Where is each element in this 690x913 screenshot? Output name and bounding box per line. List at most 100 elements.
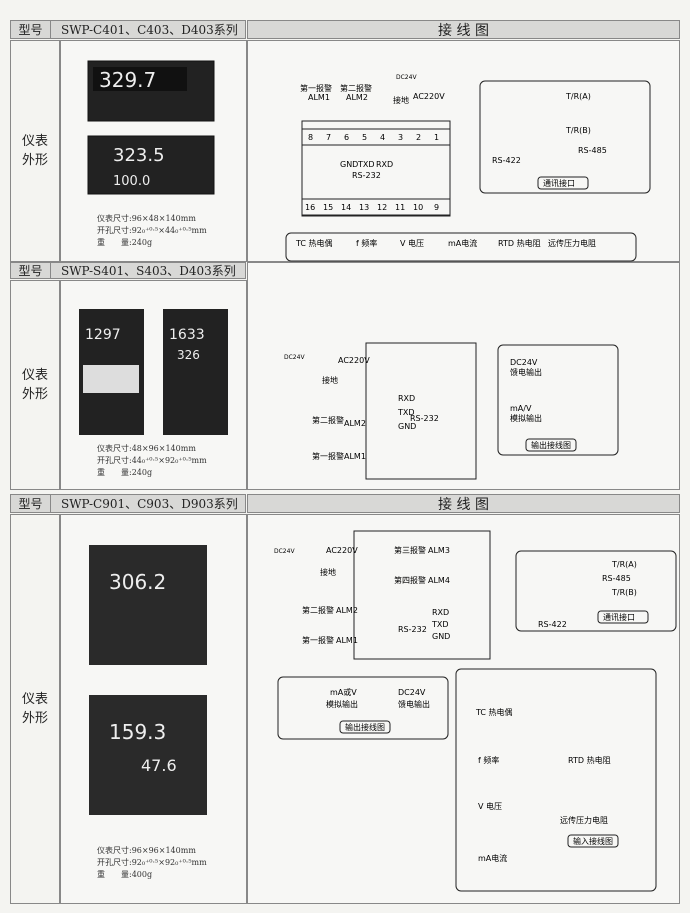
svg-text:RS-422: RS-422 — [492, 156, 521, 165]
svg-text:RTD 热电阻: RTD 热电阻 — [498, 238, 541, 248]
svg-text:RS-232: RS-232 — [398, 625, 427, 634]
svg-text:mA电流: mA电流 — [448, 238, 477, 248]
section2-photo-cell: 1297 1633 326 仪表尺寸:48×96×140mm 开孔尺寸:44₀⁺… — [60, 280, 247, 490]
svg-text:ALM1: ALM1 — [344, 452, 366, 461]
svg-text:15: 15 — [323, 203, 333, 212]
svg-text:DC24V: DC24V — [510, 358, 538, 367]
svg-text:13: 13 — [359, 203, 369, 212]
svg-text:接地: 接地 — [322, 375, 338, 385]
svg-text:7: 7 — [326, 133, 331, 142]
svg-text:47.6: 47.6 — [141, 756, 177, 775]
svg-text:RS-422: RS-422 — [538, 620, 567, 629]
svg-text:5: 5 — [362, 133, 367, 142]
display-sv: 100.0 — [113, 174, 150, 189]
svg-text:馈电输出: 馈电输出 — [398, 699, 430, 709]
output-wiring-box — [497, 344, 619, 456]
svg-text:第二报警: 第二报警 — [312, 415, 344, 425]
svg-text:接地: 接地 — [320, 567, 336, 577]
svg-text:RS-485: RS-485 — [602, 574, 631, 583]
model-title: SWP-C401、C403、D403系列 — [61, 23, 238, 37]
svg-text:RS-232: RS-232 — [352, 171, 381, 180]
svg-text:ALM4: ALM4 — [428, 576, 450, 585]
svg-text:mA或V: mA或V — [330, 687, 357, 697]
svg-text:RXD: RXD — [432, 608, 449, 617]
svg-text:远传压力电阻: 远传压力电阻 — [548, 238, 596, 248]
diagram-title: 接 线 图 — [438, 22, 489, 39]
svg-text:2: 2 — [416, 133, 421, 142]
svg-text:AC220V: AC220V — [326, 546, 358, 555]
svg-text:输入接线图: 输入接线图 — [573, 836, 613, 846]
svg-text:GND: GND — [398, 422, 416, 431]
model-title: SWP-C901、C903、D903系列 — [61, 497, 238, 511]
svg-text:RS-485: RS-485 — [578, 146, 607, 155]
svg-text:AC220V: AC220V — [413, 92, 445, 101]
svg-text:远传压力电阻: 远传压力电阻 — [560, 815, 608, 825]
svg-text:接地: 接地 — [393, 95, 409, 105]
svg-text:第四报警: 第四报警 — [394, 575, 426, 585]
svg-text:T/R(A): T/R(A) — [565, 92, 591, 101]
svg-text:模拟输出: 模拟输出 — [510, 413, 542, 423]
svg-text:6: 6 — [344, 133, 349, 142]
svg-text:馈电输出: 馈电输出 — [510, 367, 542, 377]
section3-side-label: 仪表 外形 — [10, 514, 60, 904]
svg-text:ALM3: ALM3 — [428, 546, 450, 555]
svg-text:RXD: RXD — [398, 394, 415, 403]
section3-header: 型号 SWP-C901、C903、D903系列 — [10, 494, 246, 513]
svg-text:1297: 1297 — [85, 327, 121, 343]
section2-header: 型号 SWP-S401、S403、D403系列 — [10, 262, 246, 279]
type-label: 型号 — [11, 21, 51, 38]
terminal-row-top: 8 7 6 5 4 3 2 1 — [301, 128, 451, 146]
svg-text:第一报警: 第一报警 — [312, 451, 344, 461]
svg-text:DC24V: DC24V — [398, 688, 426, 697]
svg-text:V 电压: V 电压 — [478, 801, 502, 811]
svg-text:f 频率: f 频率 — [356, 238, 377, 248]
svg-text:输出接线图: 输出接线图 — [531, 440, 571, 450]
spec-text: 仪表尺寸:96×48×140mm 开孔尺寸:92₀⁺⁰·⁵×44₀⁺⁰·⁵mm … — [97, 214, 207, 247]
display-pv2: 323.5 — [113, 145, 165, 166]
svg-text:输出接线图: 输出接线图 — [345, 722, 385, 732]
svg-text:4: 4 — [380, 133, 385, 142]
svg-text:ALM1: ALM1 — [336, 636, 358, 645]
svg-text:TC 热电偶: TC 热电偶 — [295, 238, 333, 248]
svg-text:10: 10 — [413, 203, 423, 212]
svg-text:11: 11 — [395, 203, 405, 212]
svg-text:12: 12 — [377, 203, 387, 212]
svg-text:GND: GND — [432, 632, 450, 641]
svg-text:3: 3 — [398, 133, 403, 142]
svg-text:T/R(B): T/R(B) — [565, 126, 591, 135]
svg-text:306.2: 306.2 — [109, 570, 166, 594]
svg-text:T/R(A): T/R(A) — [611, 560, 637, 569]
svg-text:DC24V: DC24V — [284, 354, 305, 361]
svg-text:14: 14 — [341, 203, 351, 212]
alm1-label: 第一报警 — [300, 83, 332, 93]
wiring-diagram-s401: DC24V AC220V 接地 第二报警 ALM2 第一报警 ALM1 RXD … — [284, 342, 619, 480]
svg-text:f 频率: f 频率 — [478, 755, 499, 765]
svg-text:159.3: 159.3 — [109, 720, 166, 744]
svg-text:T/R(B): T/R(B) — [611, 588, 637, 597]
svg-text:mA电流: mA电流 — [478, 853, 507, 863]
svg-text:第三报警: 第三报警 — [394, 545, 426, 555]
input-wiring-box — [285, 232, 637, 262]
svg-text:1: 1 — [434, 133, 439, 142]
section1-side-label: 仪表 外形 — [10, 40, 60, 262]
svg-text:RTD 热电阻: RTD 热电阻 — [568, 755, 611, 765]
svg-text:mA/V: mA/V — [510, 404, 532, 413]
svg-text:V 电压: V 电压 — [400, 238, 424, 248]
svg-text:326: 326 — [177, 348, 200, 362]
svg-text:RS-232: RS-232 — [410, 414, 439, 423]
svg-text:GND: GND — [340, 160, 358, 169]
svg-text:ALM2: ALM2 — [344, 419, 366, 428]
section2-diagram-cell: DC24V AC220V 接地 第二报警 ALM2 第一报警 ALM1 RXD … — [247, 262, 680, 490]
section2-side-label: 仪表 外形 — [10, 280, 60, 490]
display-pv: 329.7 — [99, 68, 156, 92]
svg-text:9: 9 — [434, 203, 439, 212]
svg-text:第二报警: 第二报警 — [302, 605, 334, 615]
section1-photo-cell: 329.7 323.5 100.0 仪表尺寸:96×48×140mm 开孔尺寸:… — [60, 40, 247, 262]
section3-diagram-cell: DC24V AC220V 接地 第三报警 ALM3 第四报警 ALM4 第二报警… — [247, 514, 680, 904]
svg-text:TXD: TXD — [357, 160, 375, 169]
svg-text:8: 8 — [308, 133, 313, 142]
alm2-label: 第二报警 — [340, 83, 372, 93]
